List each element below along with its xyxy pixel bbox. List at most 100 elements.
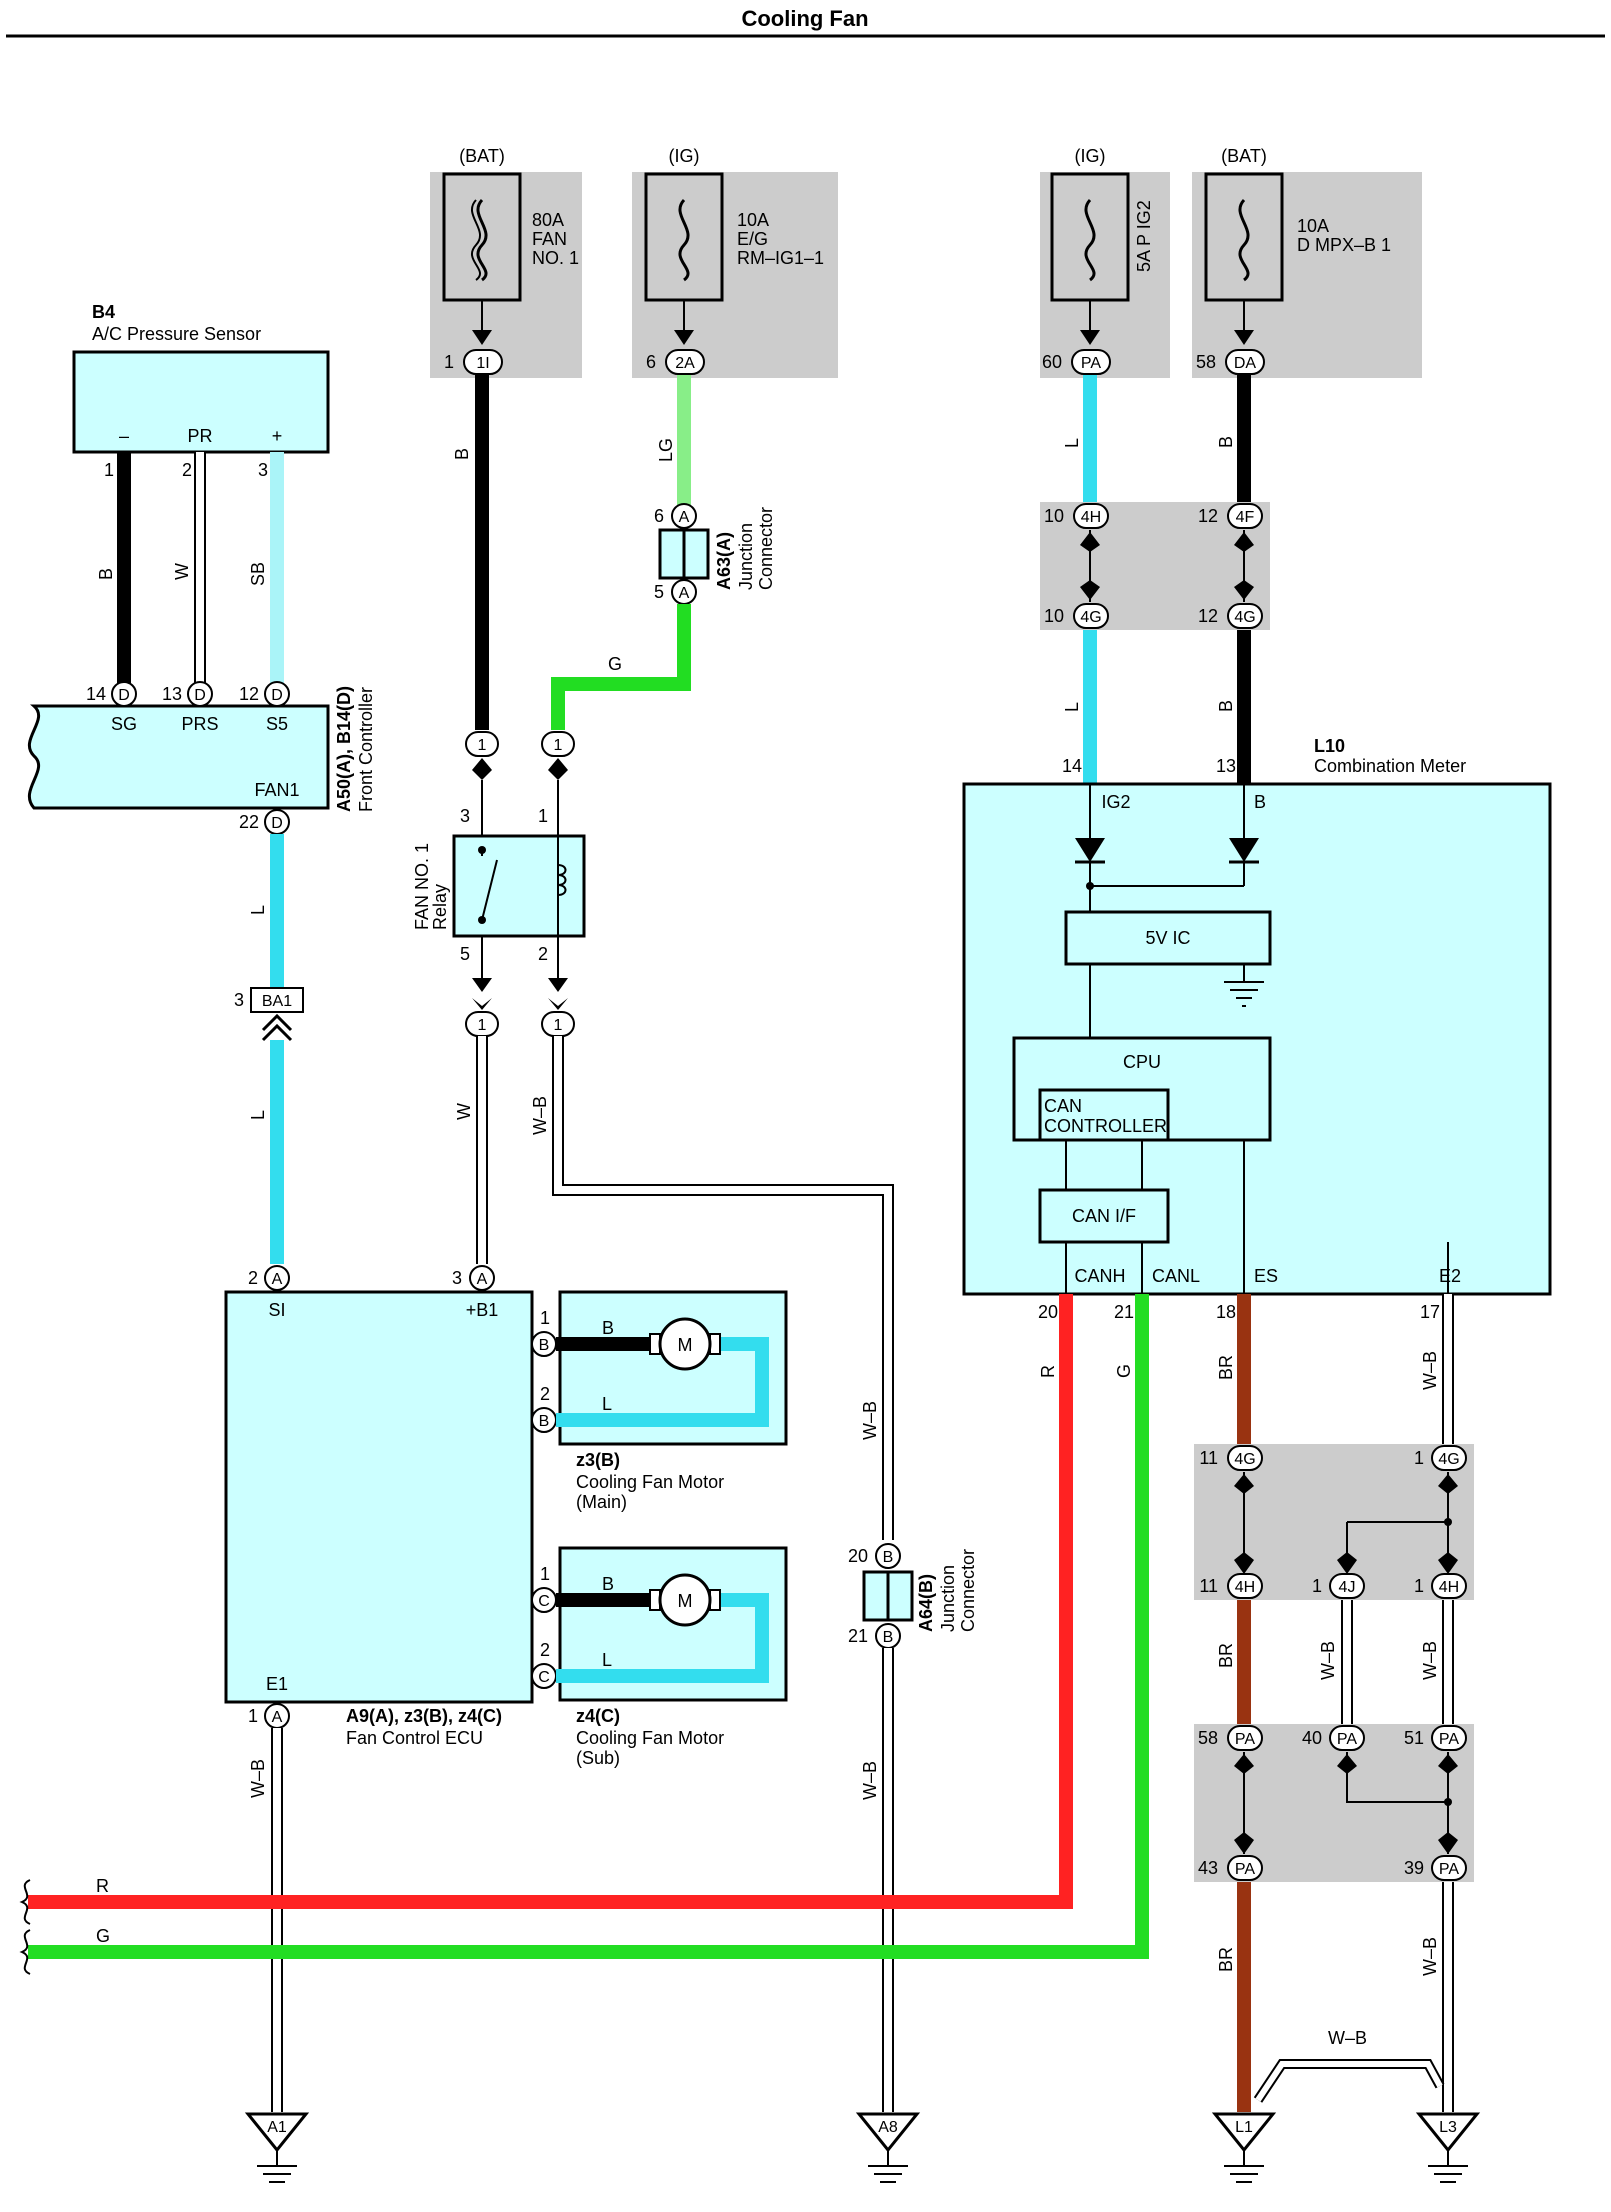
front-controller-pins: D 14 D 13 D 12 D 22 — [86, 681, 290, 835]
svg-text:E/G: E/G — [737, 229, 768, 249]
svg-text:18: 18 — [1216, 1302, 1236, 1322]
svg-text:12: 12 — [1198, 606, 1218, 626]
svg-text:z3(B): z3(B) — [576, 1450, 620, 1470]
svg-text:W–B: W–B — [1328, 2028, 1367, 2048]
svg-text:(BAT): (BAT) — [1221, 146, 1267, 166]
svg-text:A: A — [272, 1709, 283, 1726]
svg-text:B: B — [1216, 436, 1236, 448]
svg-text:BR: BR — [1216, 1355, 1236, 1380]
svg-text:W–B: W–B — [860, 1401, 880, 1440]
svg-text:A1: A1 — [267, 2119, 287, 2136]
svg-text:SB: SB — [248, 562, 268, 586]
svg-text:PRS: PRS — [181, 714, 218, 734]
ground-a1: A1 — [244, 2112, 310, 2183]
svg-text:CAN: CAN — [1044, 1096, 1082, 1116]
relay-input-connectors: 1 1 — [465, 731, 575, 836]
svg-text:M: M — [678, 1335, 693, 1355]
svg-text:CONTROLLER: CONTROLLER — [1044, 1116, 1167, 1136]
svg-text:A63(A): A63(A) — [714, 532, 734, 590]
svg-text:IG2: IG2 — [1101, 792, 1130, 812]
svg-text:10A: 10A — [1297, 216, 1329, 236]
svg-text:1: 1 — [538, 806, 548, 826]
svg-text:R: R — [1038, 1365, 1058, 1378]
svg-text:3: 3 — [460, 806, 470, 826]
svg-text:W: W — [172, 563, 192, 580]
svg-text:13: 13 — [162, 684, 182, 704]
svg-text:12: 12 — [1198, 506, 1218, 526]
svg-text:PR: PR — [187, 426, 212, 446]
svg-text:L1: L1 — [1235, 2119, 1253, 2136]
svg-text:A64(B): A64(B) — [916, 1574, 936, 1632]
svg-text:A8: A8 — [878, 2119, 898, 2136]
svg-text:A: A — [477, 1271, 488, 1288]
svg-text:5A P IG2: 5A P IG2 — [1134, 200, 1154, 272]
svg-text:4G: 4G — [1234, 1451, 1255, 1468]
svg-text:4G: 4G — [1080, 609, 1101, 626]
svg-text:Connector: Connector — [958, 1549, 978, 1632]
svg-text:1I: 1I — [476, 355, 489, 372]
svg-text:CANL: CANL — [1152, 1266, 1200, 1286]
svg-text:3: 3 — [234, 990, 244, 1010]
svg-text:6: 6 — [654, 506, 664, 526]
svg-text:Cooling Fan Motor: Cooling Fan Motor — [576, 1472, 724, 1492]
svg-text:CAN I/F: CAN I/F — [1072, 1206, 1136, 1226]
svg-text:6: 6 — [646, 352, 656, 372]
svg-text:39: 39 — [1404, 1858, 1424, 1878]
svg-text:BA1: BA1 — [262, 993, 292, 1010]
wire-relay-wb — [552, 1036, 894, 1540]
svg-text:4H: 4H — [1081, 509, 1101, 526]
junction-block-middle: 4G 11 4G 1 4H 11 4J 1 4H 1 — [1194, 1444, 1474, 1600]
svg-text:W–B: W–B — [248, 1759, 268, 1798]
svg-text:B: B — [883, 1549, 894, 1566]
svg-text:4G: 4G — [1234, 609, 1255, 626]
svg-text:B: B — [452, 448, 472, 460]
svg-text:NO. 1: NO. 1 — [532, 248, 579, 268]
svg-text:SI: SI — [268, 1300, 285, 1320]
svg-text:3: 3 — [452, 1268, 462, 1288]
svg-text:1: 1 — [540, 1564, 550, 1584]
svg-text:–: – — [119, 426, 129, 446]
svg-text:Cooling Fan Motor: Cooling Fan Motor — [576, 1728, 724, 1748]
svg-text:1: 1 — [444, 352, 454, 372]
cooling-fan-motor-sub: C C 1 2 B L M z4(C) Cooling Fan Motor (S… — [531, 1546, 788, 1768]
svg-text:B: B — [539, 1337, 550, 1354]
svg-text:4H: 4H — [1235, 1579, 1255, 1596]
svg-text:21: 21 — [848, 1626, 868, 1646]
svg-text:5: 5 — [654, 582, 664, 602]
svg-text:(Sub): (Sub) — [576, 1748, 620, 1768]
svg-text:BR: BR — [1216, 1643, 1236, 1668]
svg-text:+B1: +B1 — [466, 1300, 499, 1320]
svg-text:A: A — [679, 585, 690, 602]
svg-text:FAN: FAN — [532, 229, 567, 249]
svg-text:(BAT): (BAT) — [459, 146, 505, 166]
svg-text:2: 2 — [538, 944, 548, 964]
wire-canh-r — [28, 1294, 1073, 1909]
svg-text:B: B — [96, 568, 116, 580]
ground-l3: L3 — [1415, 2112, 1481, 2183]
svg-text:W: W — [454, 1103, 474, 1120]
svg-text:(Main): (Main) — [576, 1492, 627, 1512]
svg-text:14: 14 — [86, 684, 106, 704]
svg-text:RM–IG1–1: RM–IG1–1 — [737, 248, 824, 268]
svg-text:1: 1 — [554, 1017, 563, 1034]
svg-text:2: 2 — [540, 1384, 550, 1404]
svg-text:12: 12 — [239, 684, 259, 704]
junction-block-lower: PA 58 PA 40 PA 51 PA 43 PA 39 — [1194, 1724, 1474, 1882]
svg-text:D MPX–B 1: D MPX–B 1 — [1297, 235, 1391, 255]
page-title: Cooling Fan — [741, 6, 868, 31]
svg-text:D: D — [271, 687, 283, 704]
svg-text:60: 60 — [1042, 352, 1062, 372]
svg-text:DA: DA — [1234, 355, 1257, 372]
svg-text:4J: 4J — [1339, 1579, 1356, 1596]
svg-text:Front Controller: Front Controller — [356, 687, 376, 812]
svg-text:R: R — [96, 1876, 109, 1896]
svg-text:10: 10 — [1044, 506, 1064, 526]
svg-text:W–B: W–B — [1420, 1937, 1440, 1976]
svg-text:B: B — [883, 1629, 894, 1646]
fuse-80a-fan: (BAT) 80A FAN NO. 1 — [430, 146, 582, 378]
svg-text:2: 2 — [540, 1640, 550, 1660]
svg-text:4F: 4F — [1236, 509, 1255, 526]
svg-text:10: 10 — [1044, 606, 1064, 626]
svg-text:CPU: CPU — [1123, 1052, 1161, 1072]
